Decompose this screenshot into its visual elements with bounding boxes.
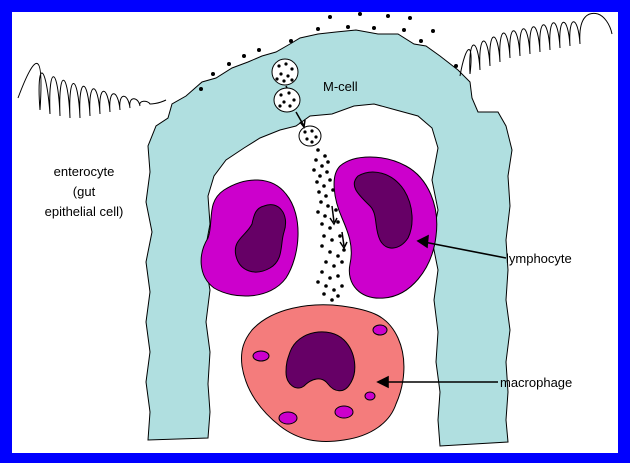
antigen-dot: [340, 260, 344, 264]
antigen-dot: [316, 27, 320, 31]
antigen-dot: [322, 234, 326, 238]
antigen-dot: [314, 158, 318, 162]
antigen-dot: [402, 28, 406, 32]
enterocyte-label-line3: epithelial cell): [45, 204, 124, 219]
antigen-dot: [211, 72, 215, 76]
antigen-dot: [316, 280, 320, 284]
antigen-dot: [419, 39, 423, 43]
antigen-dot: [358, 12, 362, 16]
lymphocyte-label: lymphocyte: [506, 251, 572, 266]
antigen-dot: [326, 204, 330, 208]
antigen-dot: [315, 180, 319, 184]
antigen-dot: [324, 284, 328, 288]
antigen-dot: [317, 190, 321, 194]
enterocyte-label: enterocyte: [54, 164, 115, 179]
antigen-dot: [326, 160, 330, 164]
phagosome: [279, 412, 297, 424]
antigen-dot: [325, 170, 329, 174]
antigen-dot: [330, 298, 334, 302]
antigen-dot: [336, 294, 340, 298]
transport-vesicle-2: [274, 88, 300, 112]
antigen-dot: [323, 154, 327, 158]
antigen-dot: [338, 234, 342, 238]
antigen-dot: [320, 244, 324, 248]
phagosome: [373, 325, 387, 335]
phagosome: [335, 406, 353, 418]
transport-vesicle-1: [272, 59, 298, 85]
antigen-dot: [408, 16, 412, 20]
antigen-dot: [322, 292, 326, 296]
antigen-dot: [332, 264, 336, 268]
antigen-dot: [316, 210, 320, 214]
antigen-dot: [336, 274, 340, 278]
transport-vesicle-3: [299, 126, 321, 146]
antigen-dot: [257, 48, 261, 52]
phagosome: [365, 392, 375, 400]
antigen-dot: [386, 14, 390, 18]
antigen-dot: [316, 148, 320, 152]
antigen-dot: [336, 220, 340, 224]
antigen-dot: [324, 260, 328, 264]
antigen-dot: [312, 168, 316, 172]
antigen-dot: [320, 222, 324, 226]
antigen-dot: [324, 194, 328, 198]
antigen-dot: [328, 226, 332, 230]
m-cell-label: M-cell: [323, 79, 358, 94]
antigen-dot: [328, 250, 332, 254]
phagosome: [253, 351, 269, 361]
macrophage-label: macrophage: [500, 375, 572, 390]
antigen-dot: [320, 164, 324, 168]
antigen-dot: [323, 214, 327, 218]
antigen-dot: [328, 178, 332, 182]
antigen-dot: [199, 87, 203, 91]
antigen-dot: [328, 15, 332, 19]
antigen-dot: [431, 29, 435, 33]
antigen-dot: [346, 25, 350, 29]
antigen-dot: [331, 188, 335, 192]
enterocyte-label-line2: (gut: [73, 184, 96, 199]
antigen-dot: [319, 200, 323, 204]
antigen-dot: [454, 64, 458, 68]
antigen-dot: [372, 26, 376, 30]
antigen-dot: [320, 270, 324, 274]
antigen-dot: [328, 276, 332, 280]
antigen-dot: [242, 54, 246, 58]
antigen-dot: [334, 208, 338, 212]
antigen-dot: [318, 174, 322, 178]
antigen-dot: [322, 184, 326, 188]
antigen-dot: [289, 39, 293, 43]
antigen-dot: [336, 254, 340, 258]
antigen-dot: [340, 284, 344, 288]
antigen-dot: [332, 288, 336, 292]
antigen-dot: [330, 238, 334, 242]
antigen-dot: [227, 62, 231, 66]
